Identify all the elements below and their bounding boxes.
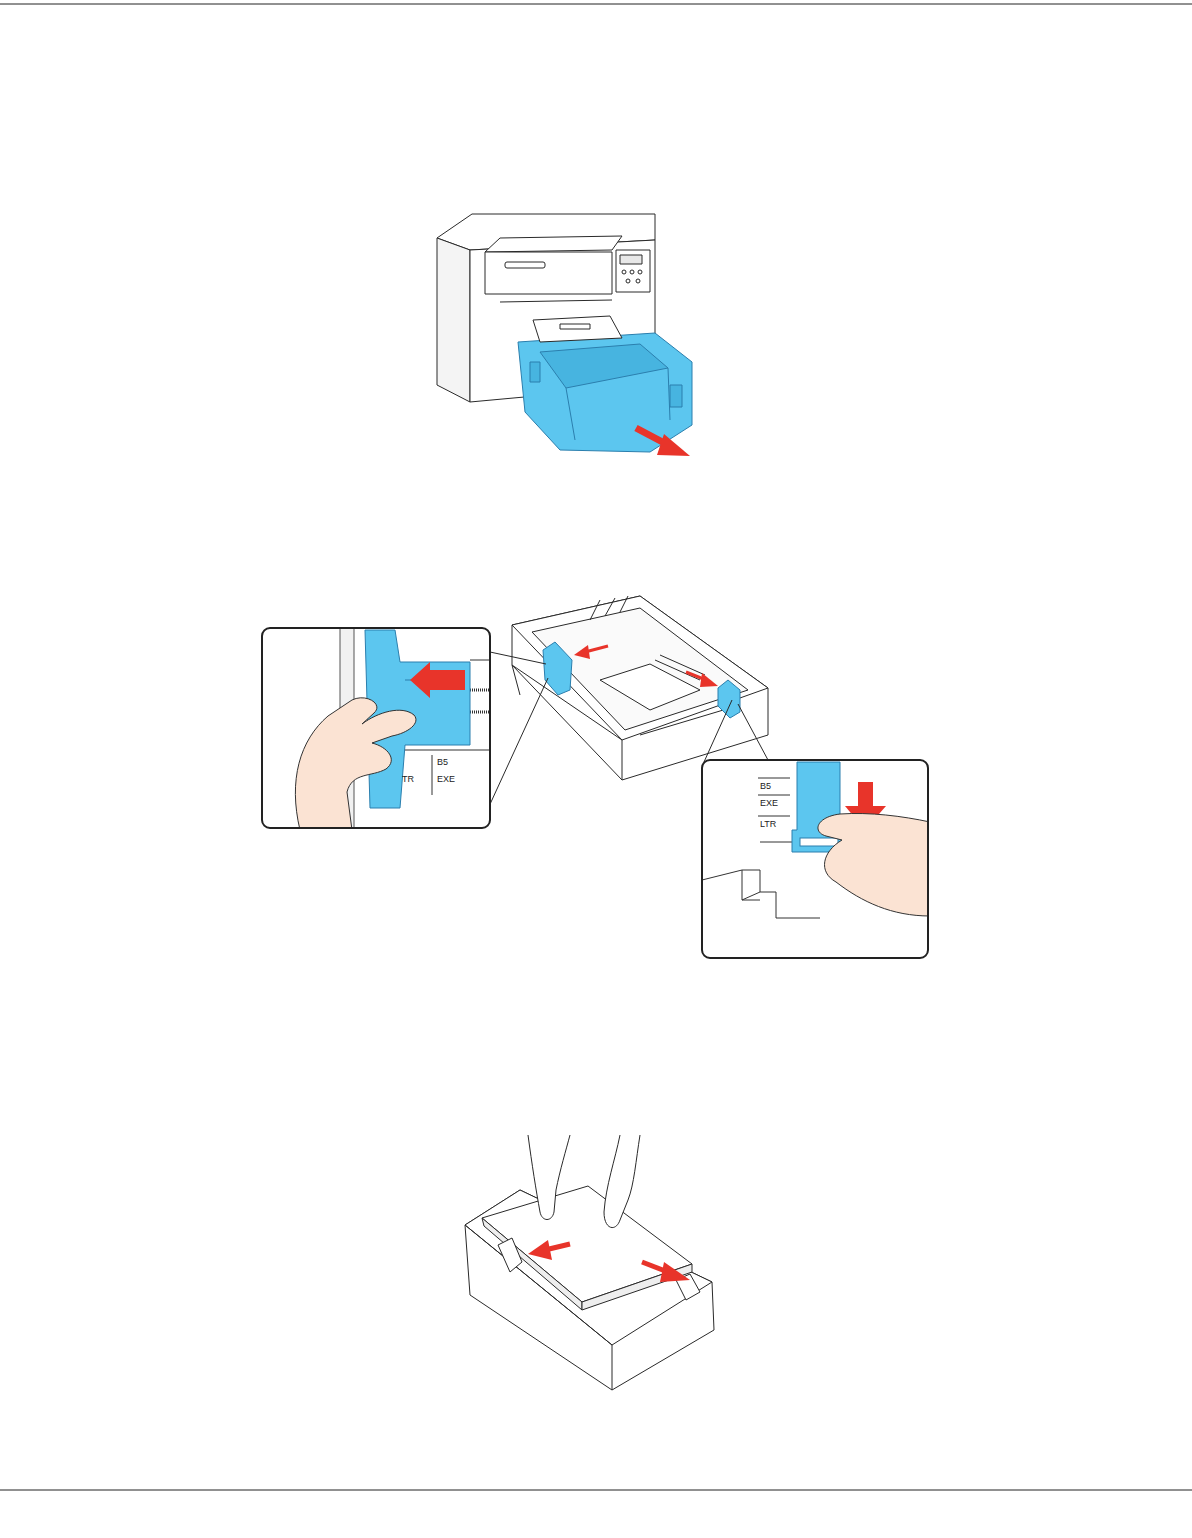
arrow-head [574, 645, 590, 659]
panel-button [622, 270, 626, 274]
zoom-inset-frame [702, 760, 928, 958]
scale-mark [400, 750, 490, 751]
hand [818, 813, 928, 916]
edge-guide [498, 1238, 522, 1272]
printer-figure [437, 214, 692, 452]
cassette-lever [670, 385, 682, 407]
tray-floor [532, 608, 748, 730]
slide-arrows [528, 1240, 690, 1282]
loading-figure [465, 1135, 714, 1390]
panel-button [630, 270, 634, 274]
output-tray [533, 316, 622, 342]
tray-rib [620, 596, 628, 612]
arrow-shaft [858, 782, 873, 806]
slide-arrows [574, 645, 718, 687]
hand [295, 698, 416, 828]
slide-arrow [410, 662, 465, 698]
scale-mark [470, 689, 490, 692]
tray-edge [622, 740, 623, 780]
left-inset-content [262, 628, 490, 828]
panel-display [620, 255, 642, 264]
arrow-head [657, 434, 690, 456]
output-slot [500, 300, 612, 302]
scale-mark [470, 660, 490, 661]
paper-stack [482, 1186, 692, 1302]
zoom-inset-frame [262, 628, 490, 828]
cassette-floor [540, 344, 668, 388]
scale-mark [758, 778, 790, 779]
paper-size-mark: LTR [760, 819, 776, 829]
tray-plate [600, 664, 700, 710]
paper-size-mark: TR [402, 774, 414, 784]
tray-edge [512, 665, 520, 695]
leader-line [490, 652, 546, 664]
leader-line [704, 700, 732, 762]
hand [604, 1135, 640, 1228]
leader-line [738, 704, 768, 760]
paper-size-mark: EXE [437, 774, 455, 784]
pull-arrow [636, 428, 690, 456]
panel-button [636, 279, 640, 283]
panel-button [638, 270, 642, 274]
scale-mark [470, 711, 490, 714]
header-rule [0, 4, 1192, 5]
scale-mark [758, 795, 790, 796]
arrow-head [700, 673, 718, 687]
paper-size-mark: B5 [760, 781, 771, 791]
guide-rail [660, 655, 705, 675]
paper-size-mark: B5 [437, 757, 448, 767]
front-edge-guide [718, 680, 740, 718]
tray-outline [512, 596, 768, 780]
tray-rim [512, 596, 768, 740]
footer-rule [0, 1490, 1192, 1491]
hand [528, 1135, 570, 1220]
tray-step [702, 870, 820, 918]
tray-rib [590, 600, 600, 620]
tray-tab [560, 324, 590, 329]
left-edge-guide [543, 642, 572, 695]
front-cover [485, 252, 612, 294]
arrow-head [660, 1262, 690, 1282]
cassette-edge [566, 388, 575, 440]
scale-mark [758, 816, 790, 817]
cassette-figure [512, 596, 768, 780]
right-inset-content [702, 760, 928, 958]
tray-edge [612, 1345, 613, 1390]
guide-latch [800, 838, 838, 846]
scale-mark [432, 755, 433, 795]
paper-size-mark: EXE [760, 798, 778, 808]
panel-button [626, 279, 630, 283]
tray-rib [605, 598, 615, 616]
cover-handle [505, 262, 545, 268]
arrow-head [528, 1240, 552, 1260]
cover-top [485, 236, 622, 252]
paper-cassette [518, 333, 692, 452]
paper-edge [482, 1218, 582, 1310]
cassette-lever [530, 362, 540, 382]
control-panel [616, 250, 650, 292]
printer-side [437, 238, 470, 402]
